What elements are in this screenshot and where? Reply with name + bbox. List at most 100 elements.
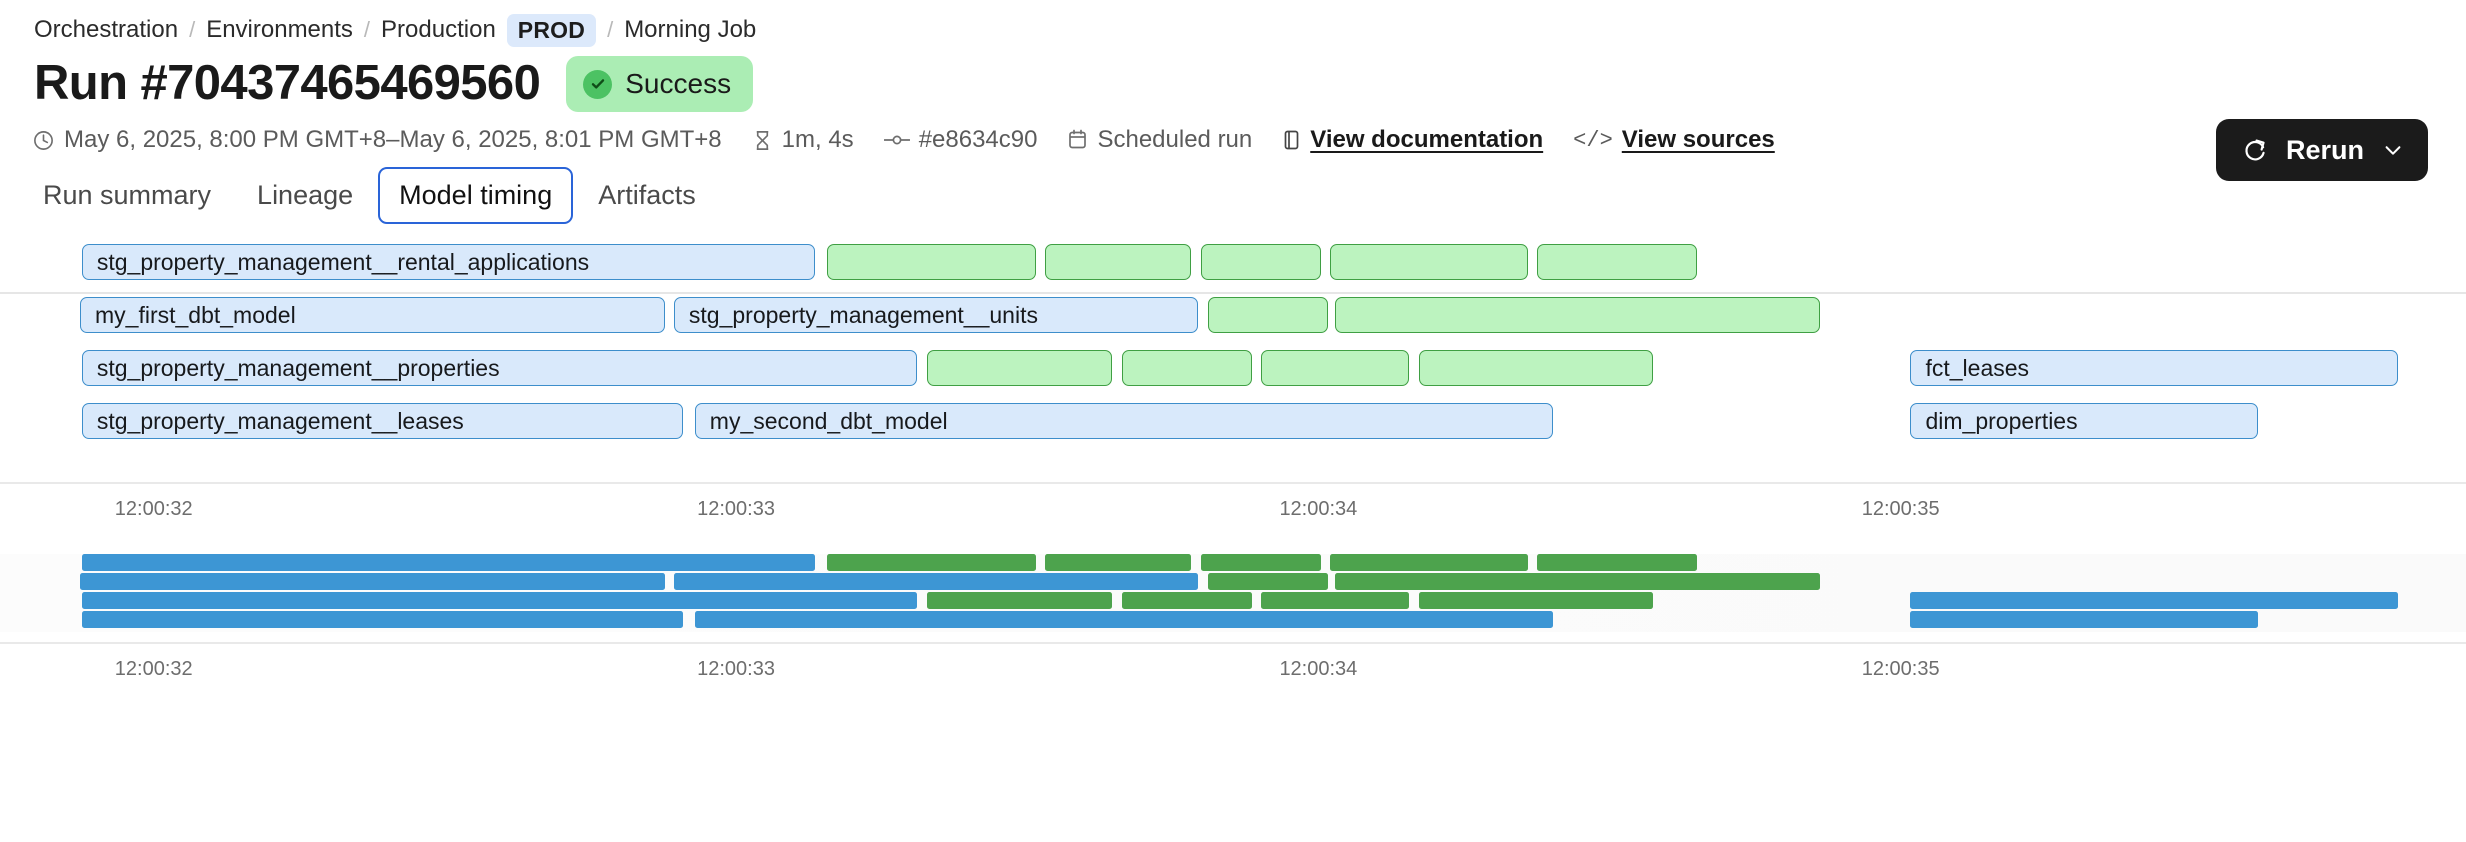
run-commit: #e8634c90 — [883, 126, 1038, 154]
breadcrumb-separator: / — [363, 17, 371, 42]
run-duration: 1m, 4s — [752, 126, 854, 154]
axis-tick-label: 12:00:35 — [1861, 658, 1940, 680]
gantt-bar-stg_property_management__leases[interactable]: stg_property_management__leases — [81, 403, 683, 439]
gantt-overview-area[interactable] — [0, 554, 2466, 632]
gantt-bar-test[interactable] — [1207, 297, 1329, 333]
breadcrumb-separator: / — [607, 17, 614, 42]
tab-model-timing[interactable]: Model timing — [378, 166, 574, 224]
title-row: Run #70437465469560 Success — [0, 34, 2466, 112]
gantt-overview-bar[interactable] — [1045, 554, 1192, 571]
gantt-overview-bar[interactable] — [1330, 554, 1528, 571]
gantt-overview-bar[interactable] — [1121, 592, 1252, 609]
gantt-bar-stg_property_management__units[interactable]: stg_property_management__units — [673, 297, 1199, 333]
gantt-bar-my_first_dbt_model[interactable]: my_first_dbt_model — [80, 297, 665, 333]
gantt-bar-fct_leases[interactable]: fct_leases — [1910, 350, 2398, 386]
check-circle-icon — [583, 69, 613, 99]
breadcrumb-item-orchestration[interactable]: Orchestration — [34, 16, 179, 43]
run-metadata: May 6, 2025, 8:00 PM GMT+8–May 6, 2025, … — [0, 112, 2466, 154]
gantt-overview-row — [0, 573, 2466, 590]
gantt-overview-bar[interactable] — [926, 592, 1113, 609]
gantt-overview-bar[interactable] — [1207, 573, 1329, 590]
axis-tick-label: 12:00:34 — [1279, 658, 1358, 680]
breadcrumb-item-production[interactable]: Production — [381, 16, 496, 43]
gantt-overview-bar[interactable] — [1335, 573, 1820, 590]
rerun-button[interactable]: Rerun — [2215, 119, 2428, 181]
axis-tick-label: 12:00:33 — [697, 498, 775, 520]
commit-icon — [883, 129, 910, 151]
axis-tick-label: 12:00:33 — [697, 658, 775, 680]
gantt-bar-label: stg_property_management__properties — [96, 354, 500, 381]
gantt-overview-bar[interactable] — [80, 573, 665, 590]
clock-icon — [32, 129, 55, 152]
gantt-overview-bar[interactable] — [81, 592, 918, 609]
view-documentation-label[interactable]: View documentation — [1310, 126, 1544, 153]
gantt-overview-bar[interactable] — [81, 554, 815, 571]
gantt-bar-label: stg_property_management__leases — [96, 407, 464, 434]
run-trigger: Scheduled run — [1067, 126, 1252, 154]
breadcrumb-item-morning-job[interactable]: Morning Job — [624, 16, 757, 43]
gantt-bar-stg_property_management__properties[interactable]: stg_property_management__properties — [81, 350, 918, 386]
breadcrumb-item-environments[interactable]: Environments — [206, 16, 353, 43]
gantt-overview-bar[interactable] — [694, 611, 1554, 628]
gantt-overview-bar[interactable] — [673, 573, 1199, 590]
run-timerange-label: May 6, 2025, 8:00 PM GMT+8–May 6, 2025, … — [64, 126, 722, 153]
gantt-bar-my_second_dbt_model[interactable]: my_second_dbt_model — [694, 403, 1554, 439]
page-title: Run #70437465469560 — [34, 56, 541, 111]
gantt-overview-bar[interactable] — [827, 554, 1036, 571]
status-badge-label: Success — [625, 68, 732, 99]
gantt-bar-test[interactable] — [1330, 244, 1528, 280]
breadcrumb-separator: / — [189, 17, 196, 42]
gantt-bar-test[interactable] — [1335, 297, 1820, 333]
axis-tick-label: 12:00:32 — [114, 658, 193, 680]
chevron-down-icon[interactable] — [2382, 139, 2404, 161]
gantt-overview-bar[interactable] — [81, 611, 683, 628]
gantt-bar-test[interactable] — [926, 350, 1113, 386]
gantt-bar-label: dim_properties — [1925, 407, 2078, 434]
tab-bar: Run summary Lineage Model timing Artifac… — [0, 152, 2466, 224]
book-icon — [1282, 129, 1301, 151]
gantt-bar-dim_properties[interactable]: dim_properties — [1910, 403, 2259, 439]
tab-lineage[interactable]: Lineage — [257, 179, 354, 210]
view-sources[interactable]: </> View sources — [1573, 126, 1775, 154]
gantt-bar-test[interactable] — [1260, 350, 1410, 386]
gantt-overview-row — [0, 611, 2466, 628]
calendar-icon — [1067, 129, 1088, 151]
gantt-bar-test[interactable] — [1200, 244, 1322, 280]
gantt-bar-label: stg_property_management__rental_applicat… — [96, 248, 590, 275]
gantt-row: stg_property_management__rental_applicat… — [0, 244, 2466, 280]
breadcrumb: Orchestration / Environments / Productio… — [0, 0, 2466, 47]
gantt-bar-test[interactable] — [1418, 350, 1653, 386]
refresh-icon — [2242, 137, 2268, 163]
view-sources-label[interactable]: View sources — [1621, 126, 1775, 153]
gantt-overview-bar[interactable] — [1418, 592, 1653, 609]
gantt-overview-bar[interactable] — [1260, 592, 1410, 609]
gantt-bar-test[interactable] — [1536, 244, 1698, 280]
gantt-bar-stg_property_management__rental_applications[interactable]: stg_property_management__rental_applicat… — [81, 244, 815, 280]
gantt-bar-label: my_second_dbt_model — [709, 407, 948, 434]
gantt-row: stg_property_management__leases my_second… — [0, 403, 2466, 439]
code-icon: </> — [1573, 127, 1613, 153]
view-documentation[interactable]: View documentation — [1282, 126, 1543, 154]
gantt-overview-bar[interactable] — [1910, 592, 2398, 609]
gantt-bar-test[interactable] — [1045, 244, 1192, 280]
tab-run-summary[interactable]: Run summary — [43, 179, 212, 210]
gantt-overview-axis: 12:00:32 12:00:33 12:00:34 12:00:35 — [0, 642, 2466, 688]
tab-artifacts[interactable]: Artifacts — [598, 179, 696, 210]
gantt-overview-bar[interactable] — [1536, 554, 1698, 571]
gantt-bar-test[interactable] — [1121, 350, 1252, 386]
gantt-bar-label: fct_leases — [1925, 354, 2030, 381]
hourglass-icon — [752, 129, 773, 152]
gantt-overview-bar[interactable] — [1910, 611, 2259, 628]
run-commit-label: #e8634c90 — [918, 126, 1038, 153]
tab-bar-divider — [0, 292, 2466, 294]
axis-tick-label: 12:00:34 — [1279, 498, 1358, 520]
axis-tick-label: 12:00:35 — [1861, 498, 1940, 520]
gantt-bar-test[interactable] — [827, 244, 1036, 280]
gantt-overview-row — [0, 554, 2466, 571]
run-duration-label: 1m, 4s — [781, 126, 854, 153]
gantt-overview-bar[interactable] — [1200, 554, 1322, 571]
gantt-detail-area: stg_property_management__rental_applicat… — [0, 244, 2466, 472]
breadcrumb-chip-prod[interactable]: PROD — [506, 13, 597, 47]
